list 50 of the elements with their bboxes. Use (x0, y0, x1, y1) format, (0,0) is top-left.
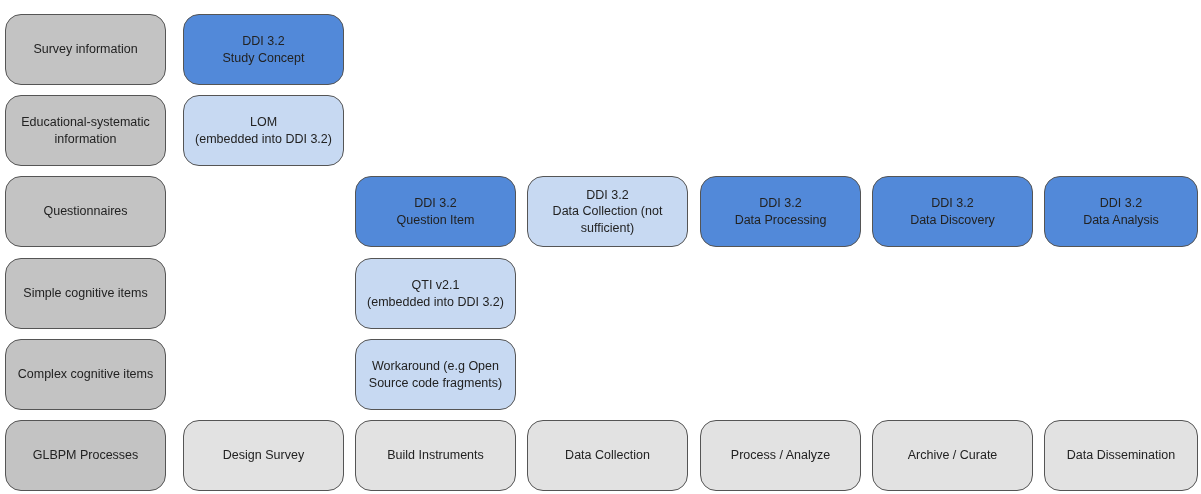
standard-text: DDI 3.2 (414, 195, 457, 212)
standard-text: DDI 3.2 (759, 195, 802, 212)
standard-box (355, 258, 516, 329)
row-header-box (5, 95, 166, 166)
standard-text: QTI v2.1 (411, 277, 460, 294)
standard-text: Data Processing (734, 211, 827, 228)
process-text: Data Dissemination (1066, 447, 1176, 464)
process-text: Archive / Curate (907, 447, 998, 464)
process-box (527, 420, 688, 491)
row-header-text: GLBPM Processes (32, 447, 139, 464)
standard-text: DDI 3.2 (931, 195, 974, 212)
standard-text: Question Item (396, 211, 475, 228)
standard-text: Workaround (e.g Open Source code fragments) (367, 358, 504, 391)
standard-box (355, 176, 516, 247)
standard-text: DDI 3.2 (242, 33, 285, 50)
row-header-box (5, 339, 166, 410)
process-text: Process / Analyze (730, 447, 831, 464)
process-text: Design Survey (222, 447, 305, 464)
row-header-box (5, 14, 166, 85)
row-header-box (5, 258, 166, 329)
row-header-text: Simple cognitive items (23, 285, 148, 302)
process-text: Data Collection (565, 447, 650, 464)
standard-text: DDI 3.2 (1099, 195, 1143, 212)
standard-text: Data Analysis (1083, 211, 1159, 228)
standard-box (1044, 176, 1198, 247)
row-header-box (5, 420, 166, 491)
standard-box (872, 176, 1033, 247)
standard-text: Study Concept (222, 49, 305, 66)
process-box (355, 420, 516, 491)
standard-text: (embedded into DDI 3.2) (367, 293, 504, 310)
process-box (872, 420, 1033, 491)
row-header-text: Survey information (33, 41, 138, 58)
row-header-text: Educational-systematic information (20, 114, 151, 147)
process-text: Build Instruments (387, 447, 484, 464)
process-box (700, 420, 861, 491)
process-box (1044, 420, 1198, 491)
row-header-text: Questionnaires (43, 203, 128, 220)
standard-box (527, 176, 688, 247)
standard-text: (embedded into DDI 3.2) (195, 130, 332, 147)
standard-box (700, 176, 861, 247)
standard-box (355, 339, 516, 410)
row-header-box (5, 176, 166, 247)
row-header-text: Complex cognitive items (17, 366, 154, 383)
standard-text: LOM (249, 114, 278, 131)
standard-text: Data Discovery (910, 211, 995, 228)
standard-text: DDI 3.2 (586, 187, 629, 204)
process-box (183, 420, 344, 491)
standard-box (183, 95, 344, 166)
standard-text: Data Collection (not sufficient) (551, 203, 664, 236)
standard-box (183, 14, 344, 85)
